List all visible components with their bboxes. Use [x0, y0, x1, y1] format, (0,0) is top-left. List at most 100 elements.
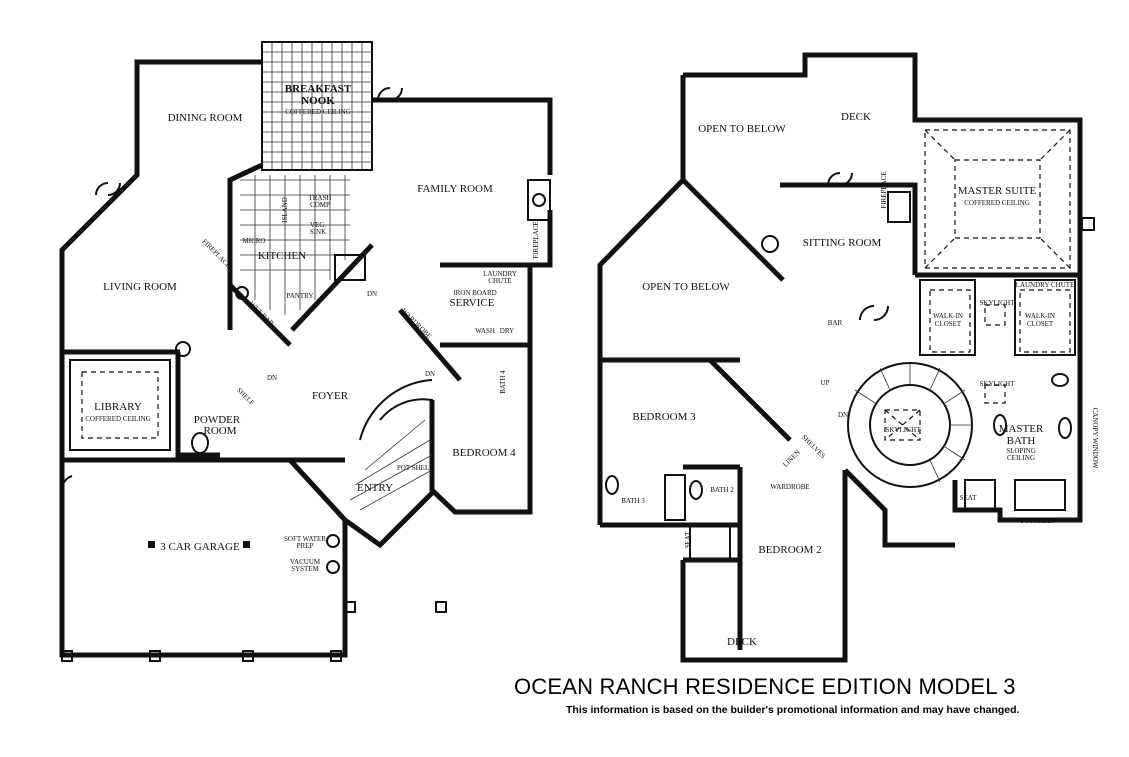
- label-linen: LINEN: [781, 448, 802, 469]
- label-chute: CHUTE: [488, 277, 511, 285]
- label-soft-water: SOFT WATER: [284, 535, 326, 543]
- fireplace-icon: [532, 193, 546, 207]
- label-laundry: LAUNDRY: [483, 270, 517, 278]
- toilet-icon: [1051, 373, 1069, 387]
- shower-icon: [689, 524, 731, 561]
- first-floor-staircase: [349, 379, 433, 511]
- label-master-suite-ceiling: COFFERED CEILING: [964, 199, 1030, 207]
- family-fireplace-icon: [527, 179, 551, 221]
- master-suite-coffered-ceiling: [924, 129, 1071, 269]
- label-bath-3: BATH 3: [621, 497, 645, 505]
- label-dn: DN: [267, 374, 277, 382]
- label-pantry: PANTRY: [287, 292, 314, 300]
- label-bath-4: BATH 4: [499, 370, 507, 394]
- garage-door[interactable]: [61, 475, 73, 491]
- plan-title: OCEAN RANCH RESIDENCE EDITION MODEL 3: [514, 674, 1016, 699]
- corner-fixture: [761, 235, 779, 253]
- label-sink: SINK: [310, 228, 326, 236]
- library-coffered-ceiling: [81, 371, 159, 439]
- label-canopy-window: CANOPY WINDOW: [1091, 408, 1099, 469]
- library-room-outline: [69, 359, 171, 451]
- second-floor-staircase: [847, 362, 973, 488]
- garage-marker: [243, 541, 250, 548]
- label-living-room: LIVING ROOM: [103, 281, 177, 293]
- garage-marker: [148, 541, 155, 548]
- sink-icon: [689, 480, 703, 500]
- post: [344, 601, 356, 613]
- label-dining-room: DINING ROOM: [168, 112, 243, 124]
- label-library: LIBRARY: [94, 401, 142, 413]
- label-shelves: SHELVES: [800, 433, 827, 460]
- label-master-suite: MASTER SUITE: [958, 185, 1037, 197]
- label-nook-ceiling: COFFERED CEILING: [285, 108, 351, 116]
- label-wardrobe: WARDROBE: [770, 483, 809, 491]
- closet-shelving: [929, 289, 971, 353]
- label-dry: DRY: [500, 327, 514, 335]
- label-shelf: SHELF: [235, 386, 256, 407]
- label-potshelf: POTSHELF: [1021, 517, 1056, 525]
- label-library-ceiling: COFFERED CEILING: [85, 415, 151, 423]
- label-walk-in-1: WALK-IN: [933, 312, 963, 320]
- label-entry: ENTRY: [357, 482, 393, 494]
- label-family-room: FAMILY ROOM: [417, 183, 493, 195]
- master-door[interactable]: [859, 305, 889, 321]
- label-wet-bar: WET BAR: [248, 300, 276, 328]
- label-powder: POWDER: [194, 414, 241, 426]
- label-kitchen: KITCHEN: [258, 250, 306, 262]
- label-skylight: SKYLIGHT: [980, 299, 1016, 307]
- label-micro: MICRO: [243, 237, 266, 245]
- label-open-to-below-top: OPEN TO BELOW: [698, 123, 786, 135]
- label-garage: 3 CAR GARAGE: [160, 541, 240, 553]
- second-floor-walls: [597, 52, 1083, 663]
- label-system: SYSTEM: [291, 565, 319, 573]
- label-pot-shelf: POT SHELF: [397, 464, 433, 472]
- label-deck-bottom: DECK: [727, 636, 757, 648]
- patio-door[interactable]: [377, 87, 403, 101]
- label-seat: SEAT: [960, 494, 977, 502]
- label-bedroom-2: BEDROOM 2: [758, 544, 821, 556]
- label-bar: BAR: [828, 319, 843, 327]
- first-floor-labels: DINING ROOM BREAKFAST NOOK COFFERED CEIL…: [85, 83, 540, 573]
- label-master: MASTER: [999, 423, 1044, 435]
- label-fireplace-right: FIREPLACE: [532, 221, 540, 258]
- label-sitting-room: SITTING ROOM: [803, 237, 882, 249]
- sink-icon: [993, 414, 1007, 436]
- label-skylight: SKYLIGHT: [886, 426, 922, 434]
- soft-water-icon: [326, 534, 340, 548]
- label-dn: DN: [838, 411, 848, 419]
- sitting-fireplace-icon: [887, 191, 911, 223]
- label-laundry-chute: LAUNDRY CHUTE: [1016, 281, 1075, 289]
- label-bath-2: BATH 2: [710, 486, 734, 494]
- post: [1081, 217, 1095, 231]
- breakfast-nook-tile: [261, 41, 373, 171]
- label-deck-top: DECK: [841, 111, 871, 123]
- post: [149, 650, 161, 662]
- label-foyer: FOYER: [312, 390, 349, 402]
- post: [435, 601, 447, 613]
- label-skylight: SKYLIGHT: [980, 380, 1016, 388]
- label-bath: BATH: [1007, 435, 1036, 447]
- label-veg: VEG.: [310, 221, 326, 229]
- dining-door[interactable]: [95, 182, 121, 196]
- disclaimer: This information is based on the builder…: [566, 704, 1020, 716]
- label-dn: DN: [367, 290, 377, 298]
- bathtub-icon: [1014, 479, 1066, 511]
- wet-bar-sink-icon: [235, 286, 249, 300]
- second-floor-labels: OPEN TO BELOW DECK MASTER SUITE COFFERED…: [621, 111, 1099, 648]
- sink-icon: [605, 475, 619, 495]
- toilet-icon: [191, 432, 209, 454]
- label-powder-room: ROOM: [203, 425, 236, 437]
- deck-door[interactable]: [827, 172, 853, 186]
- label-open-to-below-left: OPEN TO BELOW: [642, 281, 730, 293]
- fireplace-icon: [175, 341, 191, 357]
- post: [242, 650, 254, 662]
- label-sloping: SLOPING: [1006, 447, 1036, 455]
- label-walk-in-2: WALK-IN: [1025, 312, 1055, 320]
- label-service: SERVICE: [450, 297, 495, 309]
- skylight-icon: [984, 304, 1006, 326]
- label-trash: TRASH: [309, 194, 332, 202]
- label-closet-1: CLOSET: [935, 320, 962, 328]
- label-prep: PREP: [297, 542, 314, 550]
- label-up: UP: [821, 379, 830, 387]
- label-seat: SEAT: [684, 531, 692, 548]
